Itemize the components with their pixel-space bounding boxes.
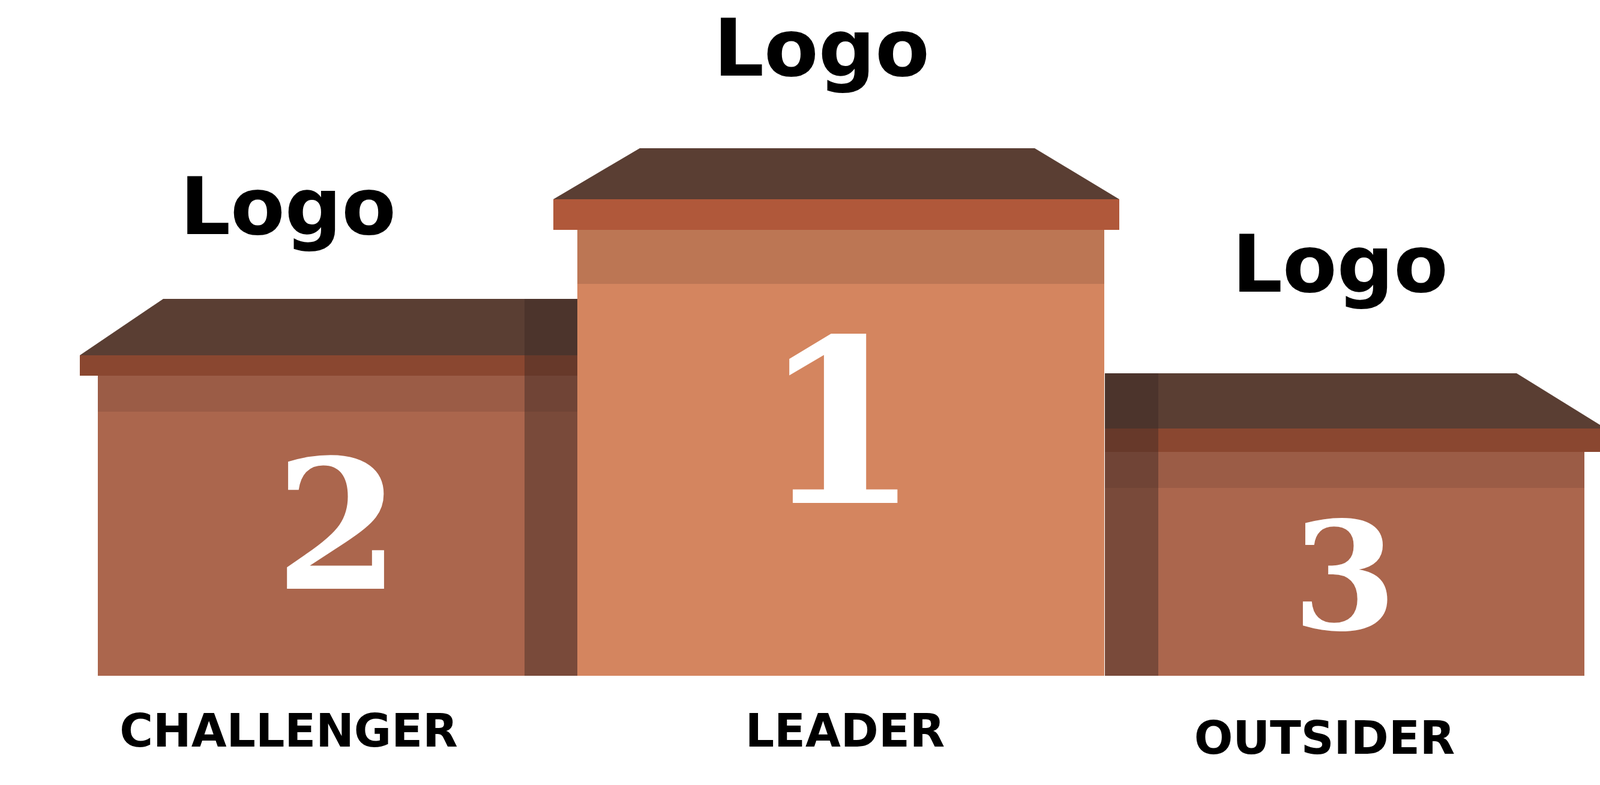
- podium-lip: [1104, 428, 1600, 452]
- podium-top: [1104, 373, 1600, 429]
- podium-lip: [553, 199, 1120, 230]
- rank-number: 3: [1292, 501, 1398, 652]
- podium-top: [79, 298, 578, 356]
- rank-title: LEADER: [745, 708, 946, 754]
- rank-number: 1: [761, 309, 921, 538]
- rank-title: CHALLENGER: [119, 708, 458, 754]
- podium-block: 2: [97, 375, 578, 676]
- podium-block: 1: [577, 229, 1105, 676]
- rank-title: OUTSIDER: [1194, 715, 1456, 761]
- rank-number: 2: [274, 435, 401, 616]
- podium-block: 3: [1104, 451, 1585, 676]
- podium-lip: [79, 355, 578, 376]
- logo-label: Logo: [1232, 224, 1449, 304]
- logo-label: Logo: [713, 8, 930, 88]
- podium-top: [553, 148, 1120, 200]
- logo-label: Logo: [180, 166, 397, 247]
